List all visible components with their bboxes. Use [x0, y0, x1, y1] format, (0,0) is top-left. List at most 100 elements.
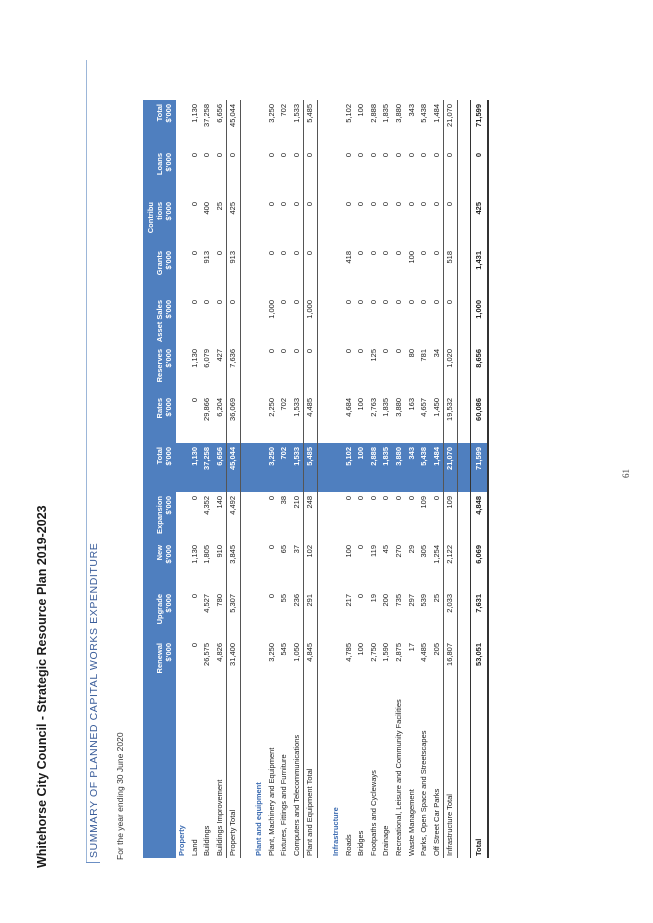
column-header-label: Upgrade	[155, 594, 164, 625]
value-cell: 0	[356, 202, 366, 207]
value-cell	[176, 198, 189, 247]
column-header-unit: $'000	[164, 545, 173, 564]
value-cell	[330, 149, 343, 198]
value-cell: 400	[202, 202, 212, 215]
column-header-label: Rates	[155, 398, 164, 419]
value-cell	[317, 100, 330, 149]
subtotal-label: Infrastructure Total	[443, 688, 458, 858]
table-row: Recreational, Leisure and Community Faci…	[392, 100, 406, 858]
value-cell	[317, 541, 330, 590]
value-cell: 4,485	[303, 394, 318, 443]
value-cell	[457, 394, 470, 443]
value-cell: 1,590	[381, 643, 391, 662]
value-cell	[176, 541, 189, 590]
value-cell: 37,258	[201, 443, 214, 492]
value-cell: 425	[470, 198, 488, 247]
value-cell: 913	[226, 247, 241, 296]
value-cell: 0	[393, 153, 403, 158]
value-cell	[317, 247, 330, 296]
value-cell: 0	[368, 300, 378, 305]
value-cell: 0	[356, 300, 366, 305]
value-cell: 0	[291, 251, 301, 256]
value-cell: 0	[356, 349, 366, 354]
value-cell: 4,527	[202, 594, 212, 613]
value-cell: 1,000	[266, 300, 276, 319]
value-cell	[253, 345, 266, 394]
column-header-label: Expansion	[155, 496, 164, 534]
value-cell: 0	[419, 202, 429, 207]
value-cell: 0	[279, 349, 289, 354]
value-cell: 6,204	[214, 398, 224, 417]
row-label: Roads	[343, 834, 353, 856]
value-cell: 305	[419, 545, 429, 558]
value-cell	[253, 394, 266, 443]
value-cell	[240, 394, 253, 443]
value-cell: 3,250	[266, 643, 276, 662]
value-cell: 0	[368, 251, 378, 256]
value-cell: 0	[443, 198, 458, 247]
value-cell	[330, 541, 343, 590]
value-cell: 297	[406, 594, 416, 607]
value-cell: 2,122	[443, 541, 458, 590]
value-cell: 217	[343, 594, 353, 607]
value-cell: 343	[406, 104, 416, 117]
value-cell: 427	[214, 349, 224, 362]
document-title: Whitehorse City Council - Strategic Reso…	[35, 505, 49, 868]
value-cell: 19	[368, 594, 378, 603]
value-cell: 0	[443, 296, 458, 345]
value-cell	[330, 198, 343, 247]
value-cell: 1,431	[470, 247, 488, 296]
spacer-cell	[317, 688, 330, 858]
value-cell: 0	[431, 202, 441, 207]
value-cell: 1,533	[291, 104, 301, 123]
value-cell: 236	[291, 594, 301, 607]
column-header-label: Renewal	[155, 643, 164, 674]
value-cell: 0	[303, 198, 318, 247]
column-header: Total$'000	[143, 100, 176, 149]
value-cell	[457, 296, 470, 345]
value-cell: 2,763	[368, 398, 378, 417]
value-cell	[240, 247, 253, 296]
value-cell: 2,875	[393, 643, 403, 662]
value-cell	[253, 492, 266, 541]
value-cell: 0	[406, 202, 416, 207]
value-cell: 0	[431, 153, 441, 158]
value-cell: 100	[343, 545, 353, 558]
value-cell: 100	[356, 104, 366, 117]
row-label: Fixtures, Fittings and Furniture	[279, 754, 289, 856]
value-cell: 205	[431, 643, 441, 656]
value-cell: 2,888	[367, 443, 381, 492]
column-header-label: Total	[155, 447, 164, 465]
value-cell: 1,254	[431, 545, 441, 564]
value-cell	[329, 443, 343, 492]
value-cell: 425	[226, 198, 241, 247]
value-cell: 36,069	[226, 394, 241, 443]
column-header-label: Loans	[155, 153, 164, 176]
value-cell	[330, 492, 343, 541]
value-cell: 29,866	[202, 398, 212, 421]
column-header-label: New	[155, 545, 164, 561]
column-header: Asset Sales$'000	[143, 296, 176, 345]
column-header-unit: $'000	[164, 643, 173, 662]
value-cell: 6,079	[202, 349, 212, 368]
value-cell: 17	[406, 643, 416, 652]
value-cell: 0	[443, 149, 458, 198]
value-cell: 702	[279, 398, 289, 411]
value-cell: 4,785	[343, 643, 353, 662]
value-cell	[317, 492, 330, 541]
value-cell: 1,050	[291, 643, 301, 662]
value-cell: 109	[443, 492, 458, 541]
value-cell: 0	[431, 496, 441, 501]
value-cell	[317, 345, 330, 394]
spacer-cell	[240, 688, 253, 858]
value-cell	[176, 492, 189, 541]
value-cell: 0	[406, 153, 416, 158]
column-header-unit: $'000	[164, 251, 173, 270]
grand-total-label: Total	[470, 688, 488, 858]
